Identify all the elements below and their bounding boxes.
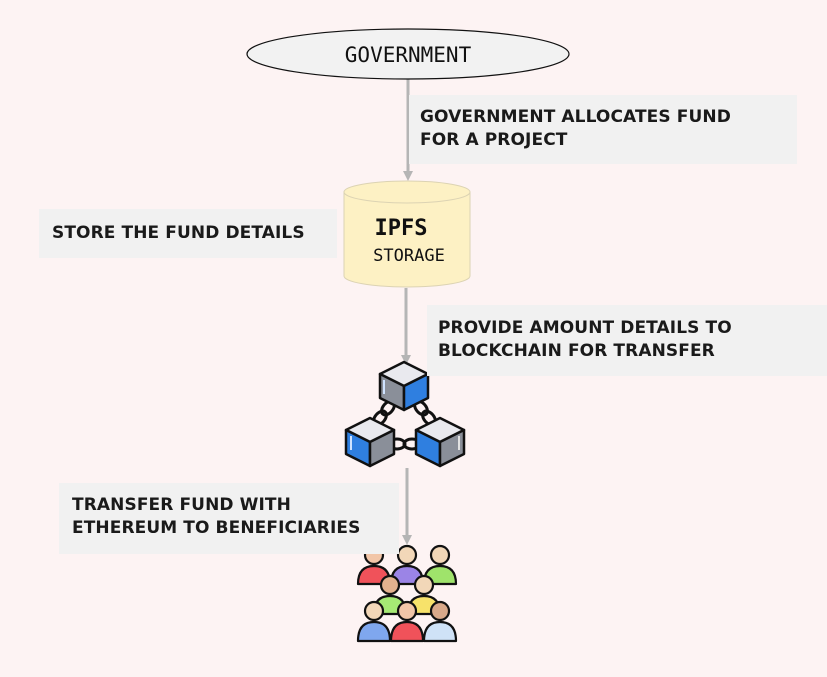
blockchain-icon (344, 360, 466, 468)
note-provide: PROVIDE AMOUNT DETAILS TO BLOCKCHAIN FOR… (427, 305, 827, 376)
note-transfer: TRANSFER FUND WITH ETHEREUM TO BENEFICIA… (59, 483, 399, 554)
government-label: GOVERNMENT (344, 43, 472, 67)
note-store: STORE THE FUND DETAILS (39, 209, 337, 258)
government-node (246, 28, 570, 80)
ipfs-storage-node (343, 180, 471, 288)
people-group-icon (356, 544, 458, 643)
note-allocate: GOVERNMENT ALLOCATES FUND FOR A PROJECT (409, 95, 797, 164)
ipfs-subtitle: STORAGE (373, 246, 445, 266)
ipfs-title: IPFS (374, 216, 428, 241)
